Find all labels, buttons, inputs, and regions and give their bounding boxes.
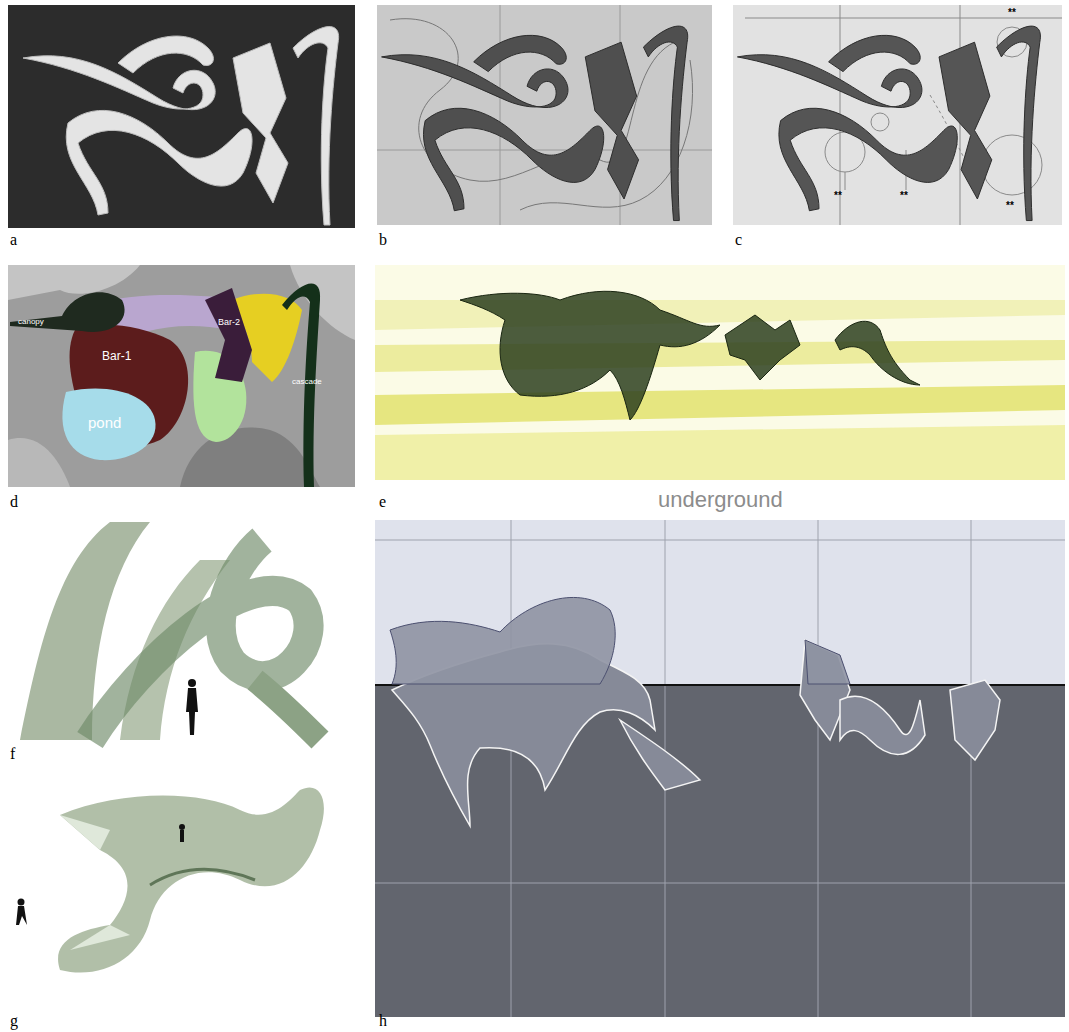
panel-b-shape <box>382 26 688 220</box>
panel-letter: g <box>10 1012 18 1030</box>
panel-h-shape-shape <box>375 883 1065 884</box>
panel-h-shape-shape <box>390 597 615 684</box>
panel-e-shape <box>375 265 1065 480</box>
zone-label: cascade <box>292 378 322 387</box>
panel-e-shape-shape <box>835 321 920 385</box>
panel-b <box>377 5 712 225</box>
panel-c-shape-shape <box>871 113 889 131</box>
zone-label: Bar-2 <box>218 318 240 328</box>
panel-g-shape <box>16 824 185 925</box>
marker-symbol: ** <box>900 190 908 201</box>
panel-d-shape <box>10 292 125 332</box>
panel-e-shape <box>375 425 1065 480</box>
panel-h-shape-shape <box>805 640 850 684</box>
panel-g-shape-shape <box>16 906 27 925</box>
panel-d-shape <box>205 288 252 382</box>
panel-g-shape <box>150 869 255 885</box>
panel-a-shape <box>8 5 355 228</box>
panel-h-shape <box>375 520 1065 685</box>
panel-h-shape-shape <box>818 520 819 1017</box>
panel-a <box>8 5 355 228</box>
marker-symbol: ** <box>1006 200 1014 211</box>
panel-h-shape-shape <box>950 680 1000 760</box>
panel-h-shape-shape <box>375 540 1065 541</box>
panel-letter: c <box>735 231 742 249</box>
panel-h <box>375 520 1065 1017</box>
zone-label: pond <box>88 415 121 432</box>
panel-f-shape <box>186 679 198 735</box>
panel-e-shape <box>460 291 920 420</box>
panel-g <box>8 760 337 1000</box>
panel-letter: d <box>10 493 18 511</box>
panel-d-shape <box>8 265 140 300</box>
panel-h-shape-shape <box>511 520 512 1017</box>
panel-g-shape <box>60 815 110 850</box>
panel-letter: h <box>379 1012 387 1030</box>
panel-d-shape <box>8 438 70 487</box>
panel-e-shape-shape <box>725 315 800 380</box>
panel-d-shape <box>62 389 155 461</box>
panel-h-shape-shape <box>840 696 925 754</box>
panel-g-shape <box>70 925 130 950</box>
panel-g-shape <box>58 787 324 972</box>
zone-label: canopy <box>18 318 44 327</box>
panel-e-shape <box>375 385 1065 425</box>
panel-letter: f <box>10 745 15 763</box>
panel-a-shape <box>23 27 339 225</box>
panel-c-shape <box>737 26 1040 220</box>
panel-h-shape <box>390 597 850 684</box>
panel-f-shape <box>8 520 337 740</box>
marker-symbol: ** <box>1008 7 1016 18</box>
panel-d <box>8 265 355 487</box>
marker-symbol: ** <box>834 190 842 201</box>
panel-g-shape-shape <box>179 824 185 830</box>
panel-e <box>375 265 1065 480</box>
panel-c-shape <box>733 5 1062 225</box>
zone-label: Bar-1 <box>102 350 131 363</box>
panel-letter: b <box>379 231 387 249</box>
panel-e-shape <box>375 340 1065 372</box>
panel-c-shape-shape <box>982 135 1042 195</box>
panel-e-shape-shape <box>460 291 720 420</box>
panel-b-shape-shape <box>500 5 501 225</box>
panel-f-shape <box>255 680 320 740</box>
panel-f-shape-shape <box>188 679 196 687</box>
panel-g-shape <box>8 760 337 1000</box>
section-caption: underground <box>658 488 783 512</box>
panel-g-shape-shape <box>18 899 25 906</box>
panel-g-shape-shape <box>180 830 184 842</box>
panel-d-shape <box>180 427 320 487</box>
panel-letter: e <box>379 493 386 511</box>
panel-c-shape-shape <box>845 172 846 190</box>
panel-d-shape <box>290 265 355 340</box>
panel-letter: a <box>10 231 17 249</box>
panel-b-shape <box>377 5 712 225</box>
panel-f-shape-shape <box>186 688 198 735</box>
panel-d-shape <box>8 265 355 487</box>
panel-c <box>733 5 1062 225</box>
panel-h-shape-shape <box>971 520 972 1017</box>
panel-f <box>8 520 337 740</box>
panel-h-shape <box>375 520 1065 1017</box>
panel-b-shape <box>377 5 712 225</box>
panel-h-shape-shape <box>620 720 700 790</box>
